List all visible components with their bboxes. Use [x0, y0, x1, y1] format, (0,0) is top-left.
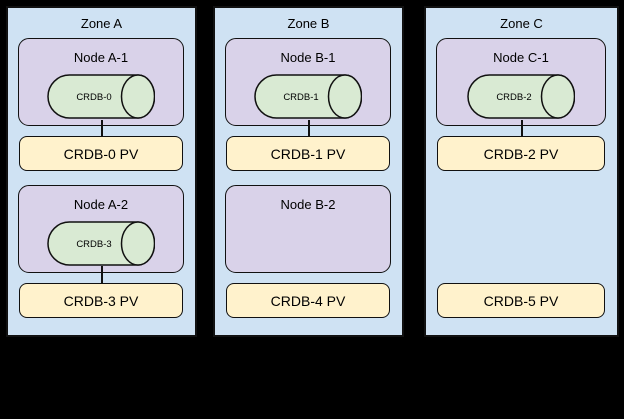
pv-label: CRDB-4 PV: [270, 292, 346, 309]
node-b1: Node B-1 CRDB-1: [225, 38, 391, 126]
pod-label: CRDB-1: [283, 92, 318, 103]
pv-label: CRDB-0 PV: [63, 145, 139, 162]
zone-title: Zone C: [500, 16, 543, 31]
zone-a: Zone A Node A-1 CRDB-0 CRDB-0 PV Node A-…: [6, 6, 197, 337]
pod-label: CRDB-2: [496, 92, 531, 103]
pod-pv-connector-line: [100, 120, 103, 136]
pod-label: CRDB-0: [76, 92, 111, 103]
node-label: Node A-2: [73, 197, 129, 212]
crdb-pod-cylinder-icon: CRDB-0: [47, 74, 155, 119]
pv-box: CRDB-2 PV: [437, 136, 605, 171]
node-c1: Node C-1 CRDB-2: [436, 38, 606, 126]
pv-box: CRDB-3 PV: [19, 283, 183, 318]
pv-label: CRDB-3 PV: [63, 292, 139, 309]
pv-label: CRDB-2 PV: [483, 145, 559, 162]
node-label: Node C-1: [493, 50, 549, 65]
crdb-pod-cylinder-icon: CRDB-1: [254, 74, 362, 119]
pv-box: CRDB-1 PV: [226, 136, 390, 171]
node-label: Node B-2: [280, 197, 336, 212]
zone-title: Zone A: [80, 16, 123, 31]
pv-box: CRDB-4 PV: [226, 283, 390, 318]
node-a2: Node A-2 CRDB-3: [18, 185, 184, 273]
pv-label: CRDB-1 PV: [270, 145, 346, 162]
pod-pv-connector-line: [307, 120, 310, 136]
pod-pv-connector-line: [100, 266, 103, 283]
pod-label: CRDB-3: [76, 239, 111, 250]
pv-box: CRDB-5 PV: [437, 283, 605, 318]
node-label: Node A-1: [73, 50, 129, 65]
zone-title: Zone B: [287, 16, 330, 31]
crdb-pod-cylinder-icon: CRDB-3: [47, 221, 155, 266]
node-label: Node B-1: [280, 50, 336, 65]
node-a1: Node A-1 CRDB-0: [18, 38, 184, 126]
pv-label: CRDB-5 PV: [483, 292, 559, 309]
zone-b: Zone B Node B-1 CRDB-1 CRDB-1 PV Node B-…: [213, 6, 404, 337]
node-b2: Node B-2: [225, 185, 391, 273]
pod-pv-connector-line: [520, 120, 523, 136]
crdb-pod-cylinder-icon: CRDB-2: [467, 74, 575, 119]
pv-box: CRDB-0 PV: [19, 136, 183, 171]
zone-c: Zone C Node C-1 CRDB-2 CRDB-2 PV CRDB-5 …: [424, 6, 619, 337]
